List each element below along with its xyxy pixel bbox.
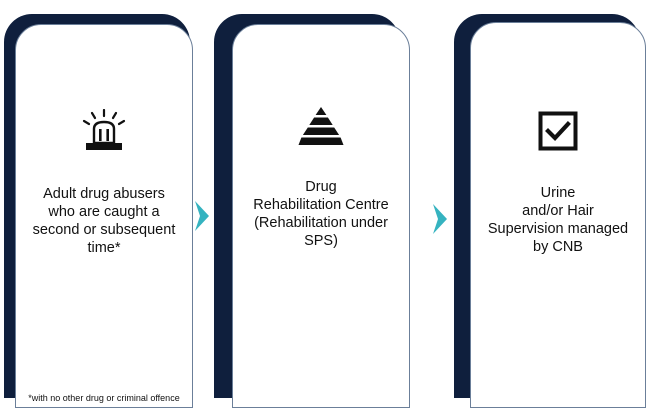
step-1-text: Adult drug abusers who are caught a seco…	[32, 186, 176, 256]
checkbox-icon	[471, 111, 645, 151]
step-1-footnote: *with no other drug or criminal offence	[28, 393, 180, 403]
siren-icon	[16, 109, 192, 153]
step-2-card: Drug Rehabilitation Centre (Rehabilitati…	[232, 24, 410, 408]
chevron-right-icon	[194, 200, 210, 237]
chevron-right-icon	[432, 203, 448, 240]
step-3-text: Urine and/or Hair Supervision managed by…	[487, 185, 629, 255]
step-1-card: Adult drug abusers who are caught a seco…	[15, 24, 193, 408]
step-3-card: Urine and/or Hair Supervision managed by…	[470, 22, 646, 408]
step-2-text: Drug Rehabilitation Centre (Rehabilitati…	[253, 179, 389, 249]
pyramid-icon	[233, 105, 409, 151]
